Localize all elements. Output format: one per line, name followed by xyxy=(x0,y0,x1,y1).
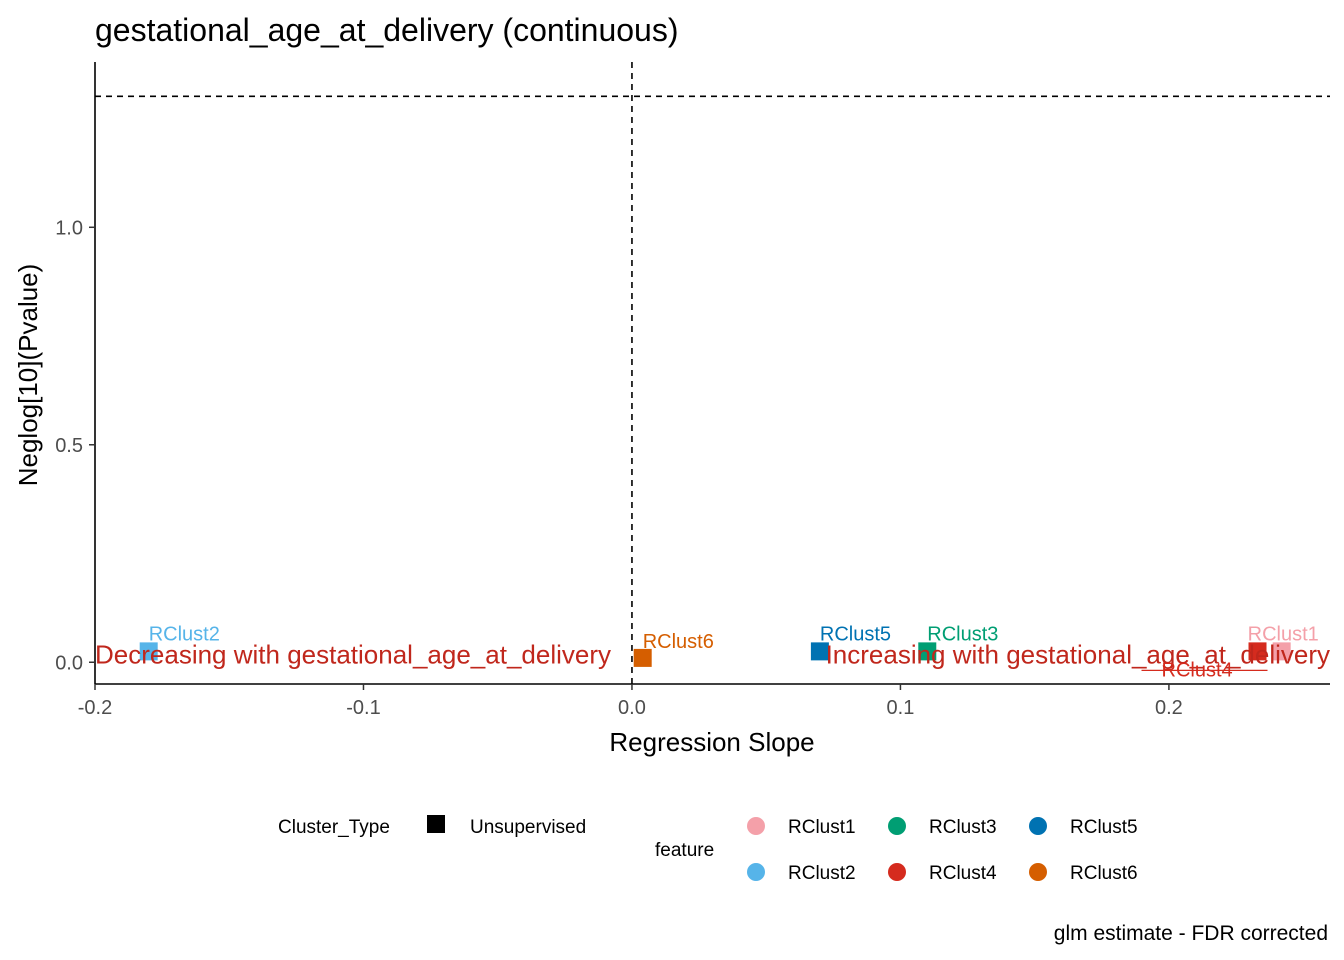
point-rclust6 xyxy=(633,648,652,667)
legend-label-rclust1: RClust1 xyxy=(788,817,856,838)
plot-panel: Decreasing with gestational_age_at_deliv… xyxy=(55,62,1330,719)
legend-key-rclust5 xyxy=(1029,817,1047,835)
x-tick-label: 0.2 xyxy=(1155,697,1183,719)
x-tick-label: -0.2 xyxy=(78,697,112,719)
point-rclust5 xyxy=(810,642,829,661)
legend-shape-key-square xyxy=(427,815,445,833)
point-label-rclust2: RClust2 xyxy=(149,623,220,645)
point-rclust2 xyxy=(139,642,158,661)
legend-color-title: feature xyxy=(655,840,714,861)
point-label-rclust1: RClust1 xyxy=(1248,623,1319,645)
y-tick-label: 1.0 xyxy=(55,217,83,239)
y-axis-ticks: 0.0 0.5 1.0 xyxy=(55,217,95,674)
x-tick-label: 0.0 xyxy=(618,697,646,719)
point-label-rclust4: RClust4 xyxy=(1162,659,1233,681)
y-tick-label: 0.5 xyxy=(55,435,83,457)
y-axis-title: Neglog[10](Pvalue) xyxy=(13,264,43,487)
legend-key-rclust1 xyxy=(747,817,765,835)
point-label-rclust3: RClust3 xyxy=(927,623,998,645)
y-tick-label: 0.0 xyxy=(55,652,83,674)
x-axis-ticks: -0.2 -0.1 0.0 0.1 0.2 xyxy=(78,684,1183,719)
point-rclust4 xyxy=(1248,642,1267,661)
legend-key-rclust4 xyxy=(888,863,906,881)
legend-label-rclust4: RClust4 xyxy=(929,863,997,884)
chart-caption: glm estimate - FDR corrected xyxy=(1054,922,1328,945)
legend-key-rclust3 xyxy=(888,817,906,835)
reference-lines xyxy=(95,62,1330,684)
annotation-decreasing: Decreasing with gestational_age_at_deliv… xyxy=(95,640,611,670)
data-points xyxy=(139,642,1291,667)
chart-title: gestational_age_at_delivery (continuous) xyxy=(95,12,679,48)
point-rclust1 xyxy=(1272,642,1291,661)
point-rclust3 xyxy=(918,642,937,661)
x-axis-title: Regression Slope xyxy=(609,727,814,757)
legend: Cluster_Type Unsupervised feature RClust… xyxy=(278,815,1138,884)
legend-label-rclust3: RClust3 xyxy=(929,817,997,838)
legend-key-rclust2 xyxy=(747,863,765,881)
legend-label-rclust6: RClust6 xyxy=(1070,863,1138,884)
legend-label-rclust2: RClust2 xyxy=(788,863,856,884)
x-tick-label: -0.1 xyxy=(346,697,380,719)
annotation-increasing: Increasing with gestational_age_at_deliv… xyxy=(826,640,1330,670)
legend-shape-label: Unsupervised xyxy=(470,817,586,838)
legend-label-rclust5: RClust5 xyxy=(1070,817,1138,838)
point-label-rclust6: RClust6 xyxy=(643,631,714,653)
legend-shape-title: Cluster_Type xyxy=(278,817,390,838)
legend-key-rclust6 xyxy=(1029,863,1047,881)
x-tick-label: 0.1 xyxy=(887,697,915,719)
direction-annotations: Decreasing with gestational_age_at_deliv… xyxy=(95,640,1330,670)
point-label-rclust5: RClust5 xyxy=(820,623,891,645)
